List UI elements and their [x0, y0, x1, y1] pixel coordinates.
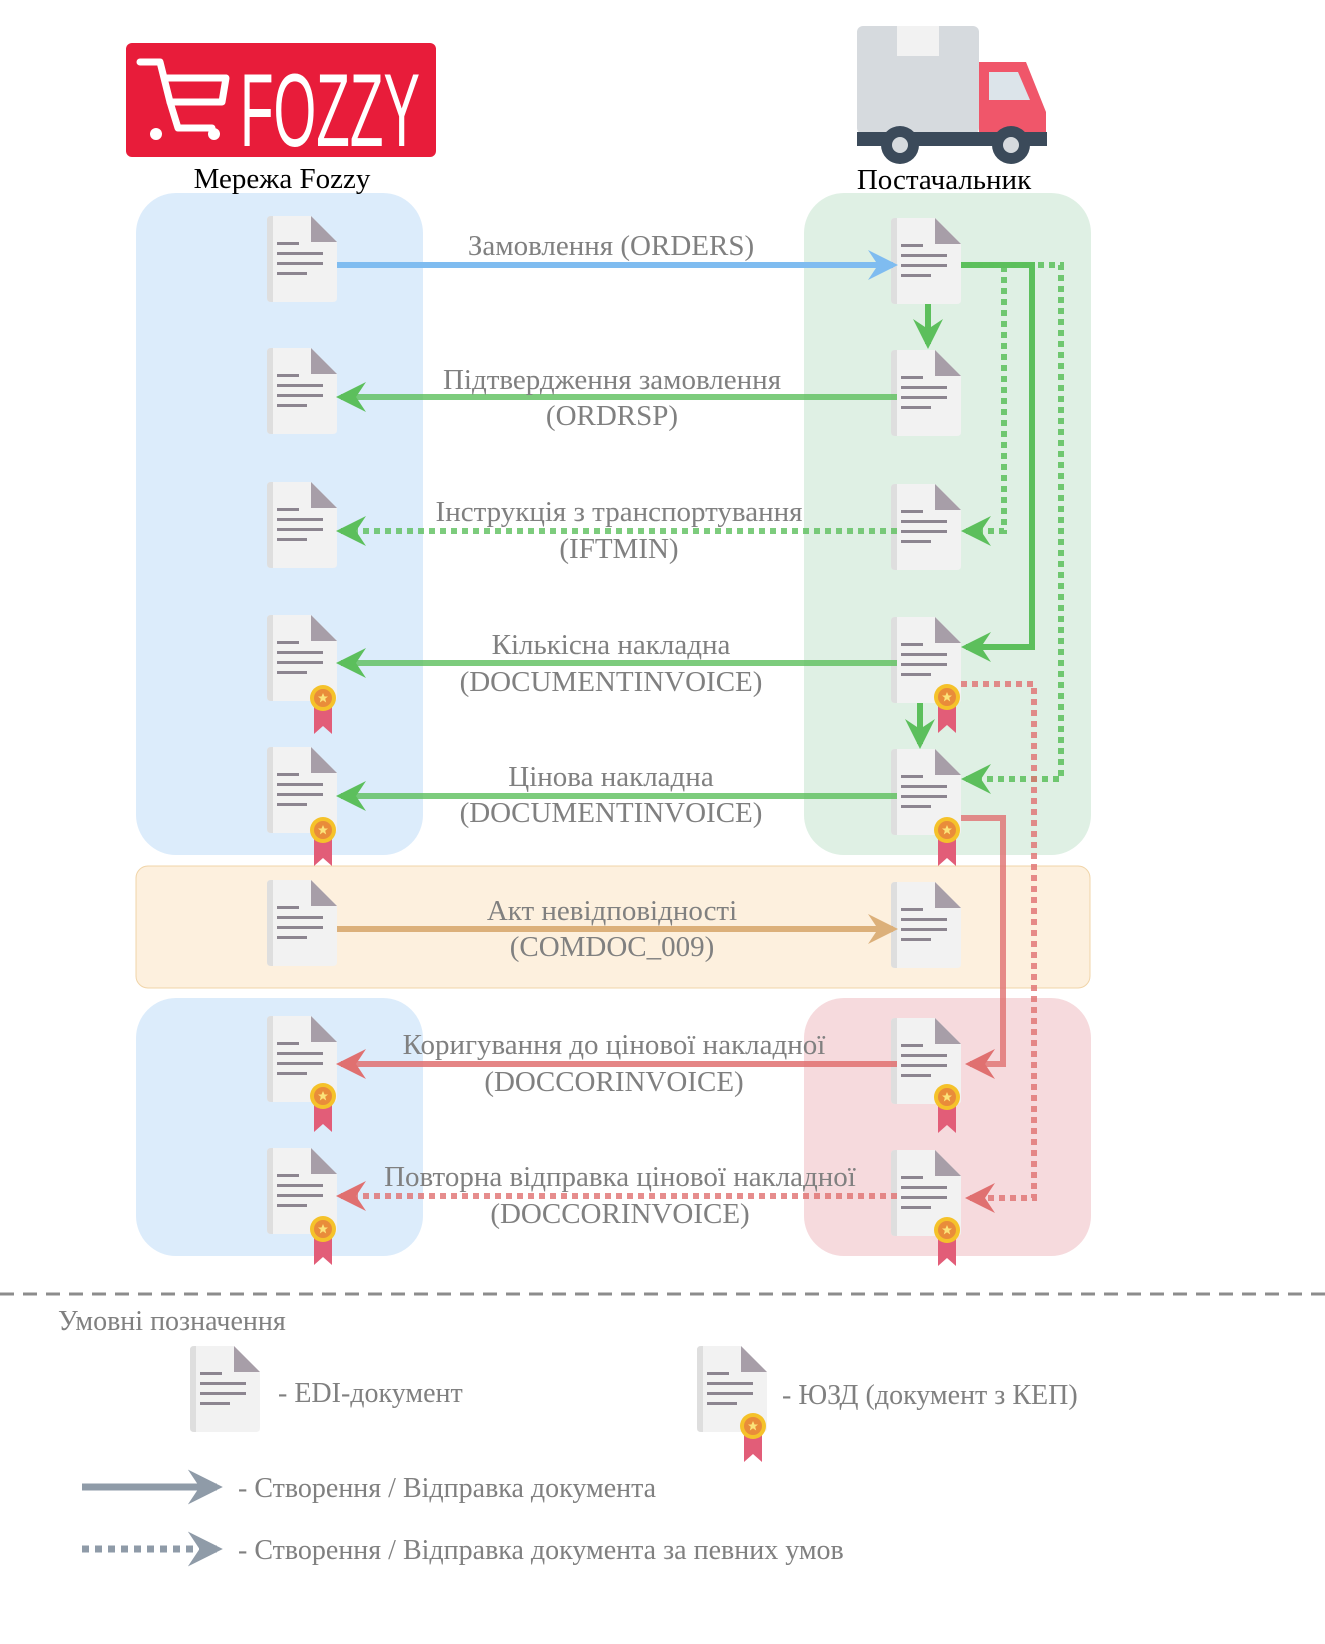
legend-seal-icon	[740, 1413, 766, 1462]
right-column-title: Постачальник	[857, 164, 1032, 196]
flow-label-ordrsp: Підтвердження замовлення	[443, 364, 781, 396]
flow-label-price-invoice: Цінова накладна	[508, 761, 714, 793]
flow-code-qty-invoice: (DOCUMENTINVOICE)	[460, 666, 763, 698]
flow-label-comdoc: Акт невідповідності	[487, 895, 737, 927]
flow-code-iftmin: (IFTMIN)	[559, 533, 678, 565]
connector-price-to-correction	[961, 815, 1006, 1079]
legend-title: Умовні позначення	[58, 1306, 286, 1337]
flow-code-price-invoice: (DOCUMENTINVOICE)	[460, 797, 763, 829]
fozzy-logo-text: FOZZY	[240, 53, 420, 169]
legend-edi-doc-icon	[190, 1346, 260, 1432]
flow-label-iftmin: Інструкція з транспортування	[436, 496, 803, 528]
connector-qty-to-resend	[961, 681, 1037, 1213]
connector-orders-to-iftmin	[961, 262, 1007, 546]
connector-orders-to-price-invoice	[961, 262, 1064, 794]
flow-label-correction: Коригування до цінової накладної	[403, 1029, 826, 1061]
flow-code-resend: (DOCCORINVOICE)	[490, 1198, 749, 1230]
flow-code-ordrsp: (ORDRSP)	[546, 400, 678, 432]
flow-label-orders: Замовлення (ORDERS)	[468, 230, 754, 262]
legend-solid-arrow-label: - Створення / Відправка документа	[238, 1473, 657, 1504]
cart-icon	[136, 58, 230, 132]
legend-edi-doc-label: - EDI-документ	[278, 1378, 463, 1409]
legend-dotted-arrow-label: - Створення / Відправка документа за пев…	[238, 1535, 844, 1566]
flow-code-comdoc: (COMDOC_009)	[510, 931, 715, 963]
flow-code-correction: (DOCCORINVOICE)	[484, 1066, 743, 1098]
left-column-title: Мережа Fozzy	[194, 163, 371, 195]
fozzy-logo: FOZZY	[126, 43, 436, 169]
flow-label-qty-invoice: Кількісна накладна	[492, 629, 731, 661]
truck-icon	[857, 26, 1047, 164]
flow-label-resend: Повторна відправка цінової накладної	[384, 1161, 856, 1193]
legend-signed-doc-label: - ЮЗД (документ з КЕП)	[782, 1380, 1078, 1411]
